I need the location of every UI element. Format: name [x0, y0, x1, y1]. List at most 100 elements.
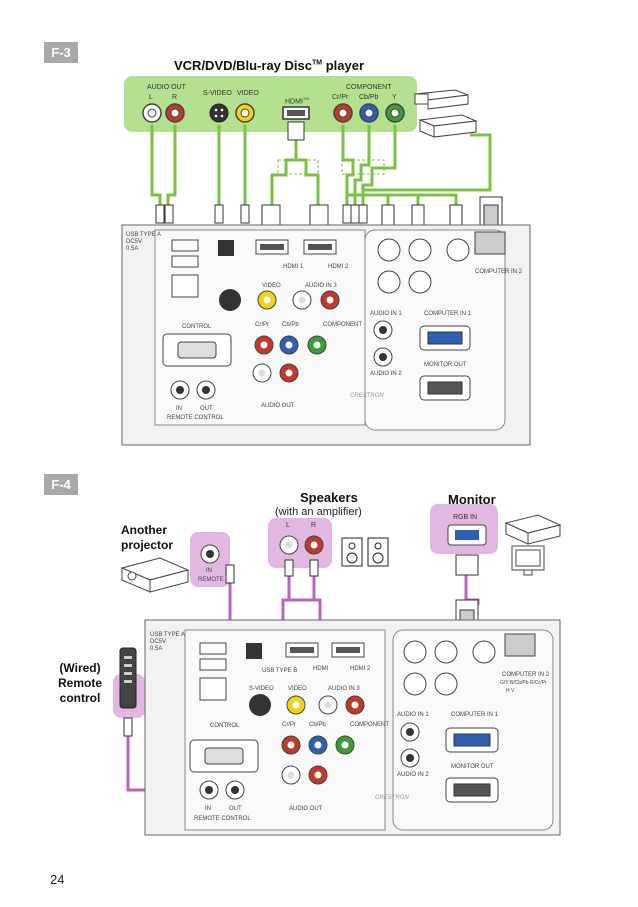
f4-panel-amps: 0.5A: [150, 646, 163, 652]
f3-panel-hdmi2: HDMI 2: [328, 264, 349, 270]
f4-panel-hdmi2: HDMI 2: [350, 666, 371, 672]
f3-audio-out-ports: [252, 363, 299, 383]
f4-label-rgb-in: RGB IN: [453, 514, 478, 521]
f3-audio-out-r-jack: [165, 103, 185, 123]
f4-panel-in: IN: [205, 806, 211, 812]
f3-device-title: VCR/DVD/Blu-ray DiscTM player: [174, 58, 364, 73]
f3-panel-audio-in1: AUDIO IN 1: [370, 311, 402, 317]
f4-label-speaker-r: R: [311, 522, 317, 529]
f3-label-cr-pr: Cr/Pr: [332, 94, 349, 101]
f3-component-ports: [254, 335, 327, 355]
f3-panel-component: COMPONENT: [323, 322, 362, 328]
f4-monitor-projector-icon: [504, 514, 562, 545]
f3-lan-port: [171, 274, 199, 298]
f4-speakers-title: Speakers: [300, 490, 358, 505]
f3-panel-crestron: CRESTRON: [350, 393, 384, 399]
f3-label-cb-pb: Cb/Pb: [359, 94, 379, 101]
f3-panel-monitor-out: MONITOR OUT: [424, 362, 467, 368]
f3-vcr-device-icon: [413, 89, 478, 138]
f4-computer-in2-connector: [504, 633, 536, 657]
f4-monitor-title: Monitor: [448, 492, 496, 507]
f3-panel-usb-type-a: USB TYPE A: [126, 232, 161, 238]
f3-panel-video: VIDEO: [262, 283, 281, 289]
f3-computer-in2-bnc: [377, 238, 470, 294]
f3-s-video-jack: [209, 103, 229, 123]
f3-panel-remote-control: REMOTE CONTROL: [167, 415, 224, 421]
f3-title-tm: TM: [311, 59, 323, 67]
f4-audio-in2-port: [400, 748, 420, 768]
f3-component-y-jack: [385, 103, 405, 123]
f3-remote-ports: [170, 380, 216, 400]
f4-audio-out-ports: [281, 765, 328, 785]
f4-speakers-sub: (with an amplifier): [275, 506, 362, 518]
figure-tag-f4: F-4: [44, 474, 78, 495]
f3-panel-amps: 0.5A: [126, 246, 139, 252]
f3-panel-computer-in2: COMPUTER IN 2: [475, 269, 523, 275]
f4-video-port: [286, 695, 306, 715]
f4-label-in: IN: [206, 568, 212, 574]
f3-label-s-video: S-VIDEO: [203, 90, 232, 97]
f4-lan-port: [199, 677, 227, 701]
f4-control-port: [189, 739, 259, 773]
f4-component-ports: [281, 735, 355, 755]
f4-diagram: [113, 504, 562, 836]
f4-monitor-rgb-port: [447, 524, 487, 546]
f3-comp-dashed-box: [341, 159, 385, 175]
f4-another-remote-in-jack: [200, 544, 220, 564]
f3-panel-audio-out: AUDIO OUT: [261, 403, 295, 409]
f3-component-cb-jack: [359, 103, 379, 123]
f3-hdmi-plug-source: [287, 121, 305, 141]
f3-panel-cb-pb: Cb/Pb: [282, 322, 299, 328]
f3-audio-out-l-jack: [142, 103, 162, 123]
f4-panel-hdmi: HDMI: [313, 666, 329, 672]
f3-label-l: L: [149, 94, 153, 101]
f3-panel-audio-in2: AUDIO IN 2: [370, 371, 402, 377]
f3-usb-a-ports: [171, 239, 199, 268]
f4-panel-audio-in2: AUDIO IN 2: [397, 772, 429, 778]
f3-label-y: Y: [392, 94, 397, 101]
f4-panel-remote-control: REMOTE CONTROL: [194, 816, 251, 822]
f4-panel-audio-in3: AUDIO IN 3: [328, 686, 360, 692]
f3-panel-computer-in1: COMPUTER IN 1: [424, 311, 472, 317]
f4-audio-in1-port: [400, 722, 420, 742]
page-number: 24: [50, 872, 65, 887]
f3-computer-in1-port: [419, 325, 471, 351]
f4-computer-in1-port: [445, 727, 499, 753]
figure-tag-f3: F-3: [44, 42, 78, 63]
f4-monitor-out-port: [445, 777, 499, 803]
f3-hdmi-port: [282, 106, 310, 120]
f4-panel-computer-in2: COMPUTER IN 2: [502, 672, 550, 678]
f4-wired-line3: control: [59, 691, 101, 705]
f4-speakers-highlight: [268, 518, 332, 568]
f4-hdmi1-port: [285, 642, 319, 658]
f3-control-port: [162, 333, 232, 367]
f3-label-component: COMPONENT: [346, 84, 392, 91]
f4-speaker-l-jack: [279, 535, 299, 555]
f3-audio-in3-ports: [292, 290, 340, 310]
f4-panel-monitor-out: MONITOR OUT: [451, 764, 494, 770]
f4-panel-video: VIDEO: [288, 686, 307, 692]
f4-label-speaker-l: L: [286, 522, 290, 529]
f3-monitor-out-port: [419, 375, 471, 401]
f4-panel-control: CONTROL: [210, 723, 240, 729]
f4-panel-audio-out: AUDIO OUT: [289, 806, 323, 812]
f3-computer-in2-connector: [474, 231, 506, 255]
f4-wired-line2: Remote: [58, 676, 103, 690]
f4-audio-in3-ports: [318, 695, 365, 715]
f3-panel-in: IN: [176, 406, 182, 412]
f4-panel-dc5v: DC5V: [150, 639, 167, 645]
f3-panel-dc5v: DC5V: [126, 239, 143, 245]
f3-usb-b-port: [218, 240, 234, 256]
f3-panel-audio-in3: AUDIO IN 3: [305, 283, 337, 289]
f4-label-remote: REMOTE: [198, 577, 224, 583]
f4-another-projector-icon: [120, 557, 190, 593]
f4-usb-b-port: [246, 643, 262, 659]
f4-panel-s-video: S-VIDEO: [249, 686, 274, 692]
f3-audio-in1-port: [373, 320, 393, 340]
f3-title-main: VCR/DVD/Blu-ray Disc: [174, 58, 312, 73]
f4-computer-in2-bnc: [403, 640, 496, 696]
f3-title-end: player: [322, 58, 365, 73]
f3-vga-plug: [483, 204, 499, 228]
f3-svideo-port: [219, 289, 241, 311]
f3-hdmi2-port: [303, 239, 337, 255]
